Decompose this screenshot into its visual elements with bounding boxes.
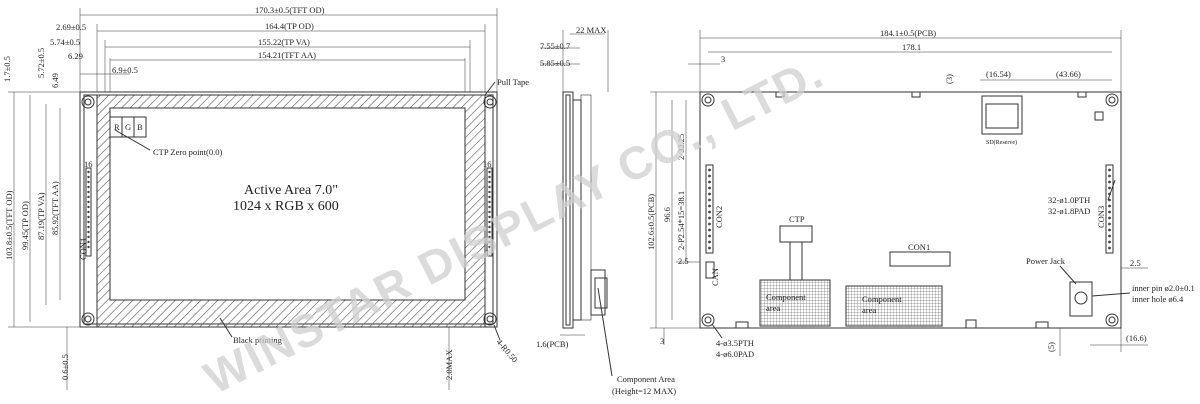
dim-16-54: (16.54): [986, 69, 1011, 79]
dim-2-5-right: 2.5: [1130, 258, 1141, 268]
rgb-g: G: [125, 122, 131, 132]
con2-label: CON2: [714, 206, 724, 228]
dim-22-max: 22 MAX: [576, 25, 606, 35]
dim-3-bottom: 3: [660, 336, 664, 346]
dim-3-paren: (3): [944, 74, 954, 84]
dim-178-1: 178.1: [902, 42, 921, 52]
ctp-zero-label: CTP Zero point(0.0): [153, 147, 222, 157]
dim-tp-od-width: 164.4(TP OD): [265, 21, 314, 31]
dim-pitch: 2-P2.54*15=38.1: [676, 191, 686, 250]
dim-2-69: 2.69±0.5: [56, 22, 86, 32]
dim-tp-od-height: 99.45(TP OD): [20, 201, 30, 250]
dim-6-9: 6.9±0.5: [112, 65, 138, 75]
dim-96-6: 96.6: [662, 207, 672, 222]
front-view: [8, 8, 501, 390]
dim-1-6-pcb: 1.6(PCB): [536, 339, 569, 349]
pth-4-label: 4-ø3.5PTH: [716, 338, 754, 348]
dim-tp-va-width: 155.22(TP VA): [258, 37, 310, 47]
back-view: [650, 30, 1148, 356]
rgb-b: B: [137, 122, 143, 132]
component-area-label: Component Area: [617, 374, 675, 384]
active-area-resolution: 1024 x RGB x 600: [233, 199, 339, 214]
dim-6-29: 6.29: [68, 51, 83, 61]
ctp-label: CTP: [789, 214, 805, 224]
dim-2-32-25: 2-32.25: [676, 134, 686, 160]
can-label: CAN: [710, 268, 720, 286]
dim-3-top: 3: [721, 54, 725, 64]
dim-tft-od-height: 103.8±0.5(TFT OD): [4, 190, 14, 260]
dim-1-7: 1.7±0.5: [2, 56, 12, 82]
back-view-labels: 184.1±0.5(PCB) 178.1 3 (3) (16.54) (43.6…: [646, 28, 1195, 359]
power-jack-label: Power Jack: [1026, 256, 1066, 266]
dim-43-66: (43.66): [1056, 69, 1081, 79]
dim-2-0-max: 2.0MAX: [444, 350, 454, 380]
con1-back-label: CON1: [908, 242, 930, 252]
component-area-a2: area: [766, 303, 780, 313]
dim-pcb-height: 102.6±0.5(PCB): [646, 194, 656, 250]
con1-label: CON1: [78, 238, 88, 260]
dim-tft-od-width: 170.3±0.5(TFT OD): [255, 5, 325, 15]
dim-5-85: 5.85±0.5: [540, 58, 570, 68]
active-area-title: Active Area 7.0": [244, 183, 338, 198]
dim-5-72: 5.72±0.5: [36, 48, 46, 78]
dim-7-55: 7.55±0.7: [540, 41, 570, 51]
front-pin-dots: [87, 170, 491, 249]
dim-2-5-left: 2.5: [678, 256, 689, 266]
component-area-a: Component: [766, 292, 806, 302]
pad-4-label: 4-ø6.0PAD: [716, 349, 754, 359]
con3-label: CON3: [1096, 206, 1106, 228]
dim-tft-aa-height: 85.92(TFT AA): [50, 181, 60, 235]
dim-5-74: 5.74±0.5: [50, 37, 80, 47]
dim-4-r0-50: 4-R0.50: [494, 337, 519, 365]
side-view-labels: 7.55±0.7 22 MAX 5.85±0.5 1.6(PCB) Compon…: [536, 25, 676, 396]
pin-16-right: 16: [483, 159, 492, 169]
dim-tft-aa-width: 154.21(TFT AA): [258, 50, 316, 60]
component-area-b: Component: [862, 294, 902, 304]
pin-1-right: 1: [485, 247, 489, 257]
dim-0-6: 0.6±0.5: [60, 354, 70, 380]
pth-32-label: 32-ø1.0PTH: [1048, 195, 1090, 205]
dim-tp-va-height: 87.19(TP VA): [36, 192, 46, 240]
pull-tape-label: Pull Tape: [497, 77, 529, 87]
pin-16-left: 16: [84, 159, 93, 169]
black-printing-label: Black printing: [233, 335, 283, 345]
inner-hole-label: inner hole ø6.4: [1132, 294, 1184, 304]
dim-pcb-width: 184.1±0.5(PCB): [880, 28, 936, 38]
side-view: [540, 30, 613, 377]
rgb-r: R: [114, 122, 120, 132]
sd-reserve-label: SD(Reserve): [986, 139, 1017, 146]
front-view-labels: 170.3±0.5(TFT OD) 2.69±0.5 164.4(TP OD) …: [2, 5, 529, 380]
component-height-label: (Height=12 MAX): [612, 386, 676, 396]
inner-pin-label: inner pin ø2.0±0.1: [1132, 283, 1195, 293]
pad-32-label: 32-ø1.8PAD: [1048, 206, 1090, 216]
dim-16-6: (16.6): [1126, 333, 1147, 343]
dim-6-49: 6.49: [50, 73, 60, 88]
back-pin-dots: [708, 168, 1111, 250]
dim-5-paren: (5): [1046, 342, 1056, 352]
component-area-b2: area: [862, 305, 876, 315]
